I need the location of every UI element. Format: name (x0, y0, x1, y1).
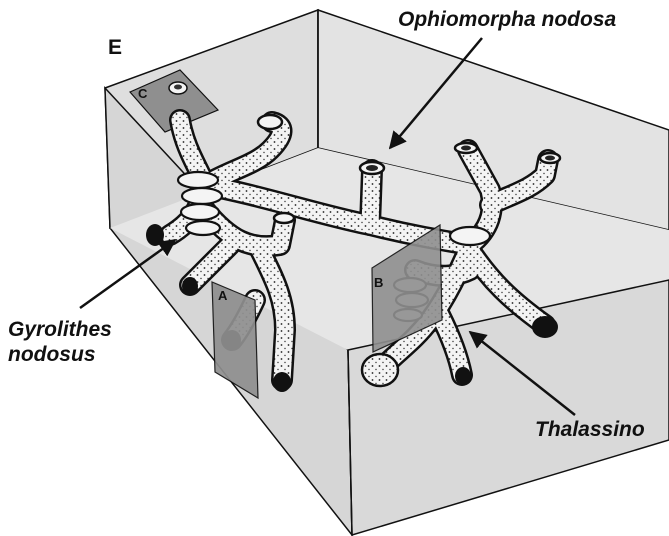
ophiomorpha-label: Ophiomorpha nodosa (398, 8, 616, 32)
plate-c-label: C (138, 86, 148, 101)
front-chamber (362, 354, 398, 386)
plate-a: A (212, 282, 258, 398)
thalassinoides-label: Thalassino (535, 418, 645, 442)
gyrolithes-label-line2: nodosus (8, 343, 96, 367)
plate-b-label: B (374, 275, 383, 290)
panel-letter: E (108, 36, 122, 60)
gyrolithes-label-line1: Gyrolithes (8, 318, 112, 342)
plate-a-label: A (218, 288, 228, 303)
